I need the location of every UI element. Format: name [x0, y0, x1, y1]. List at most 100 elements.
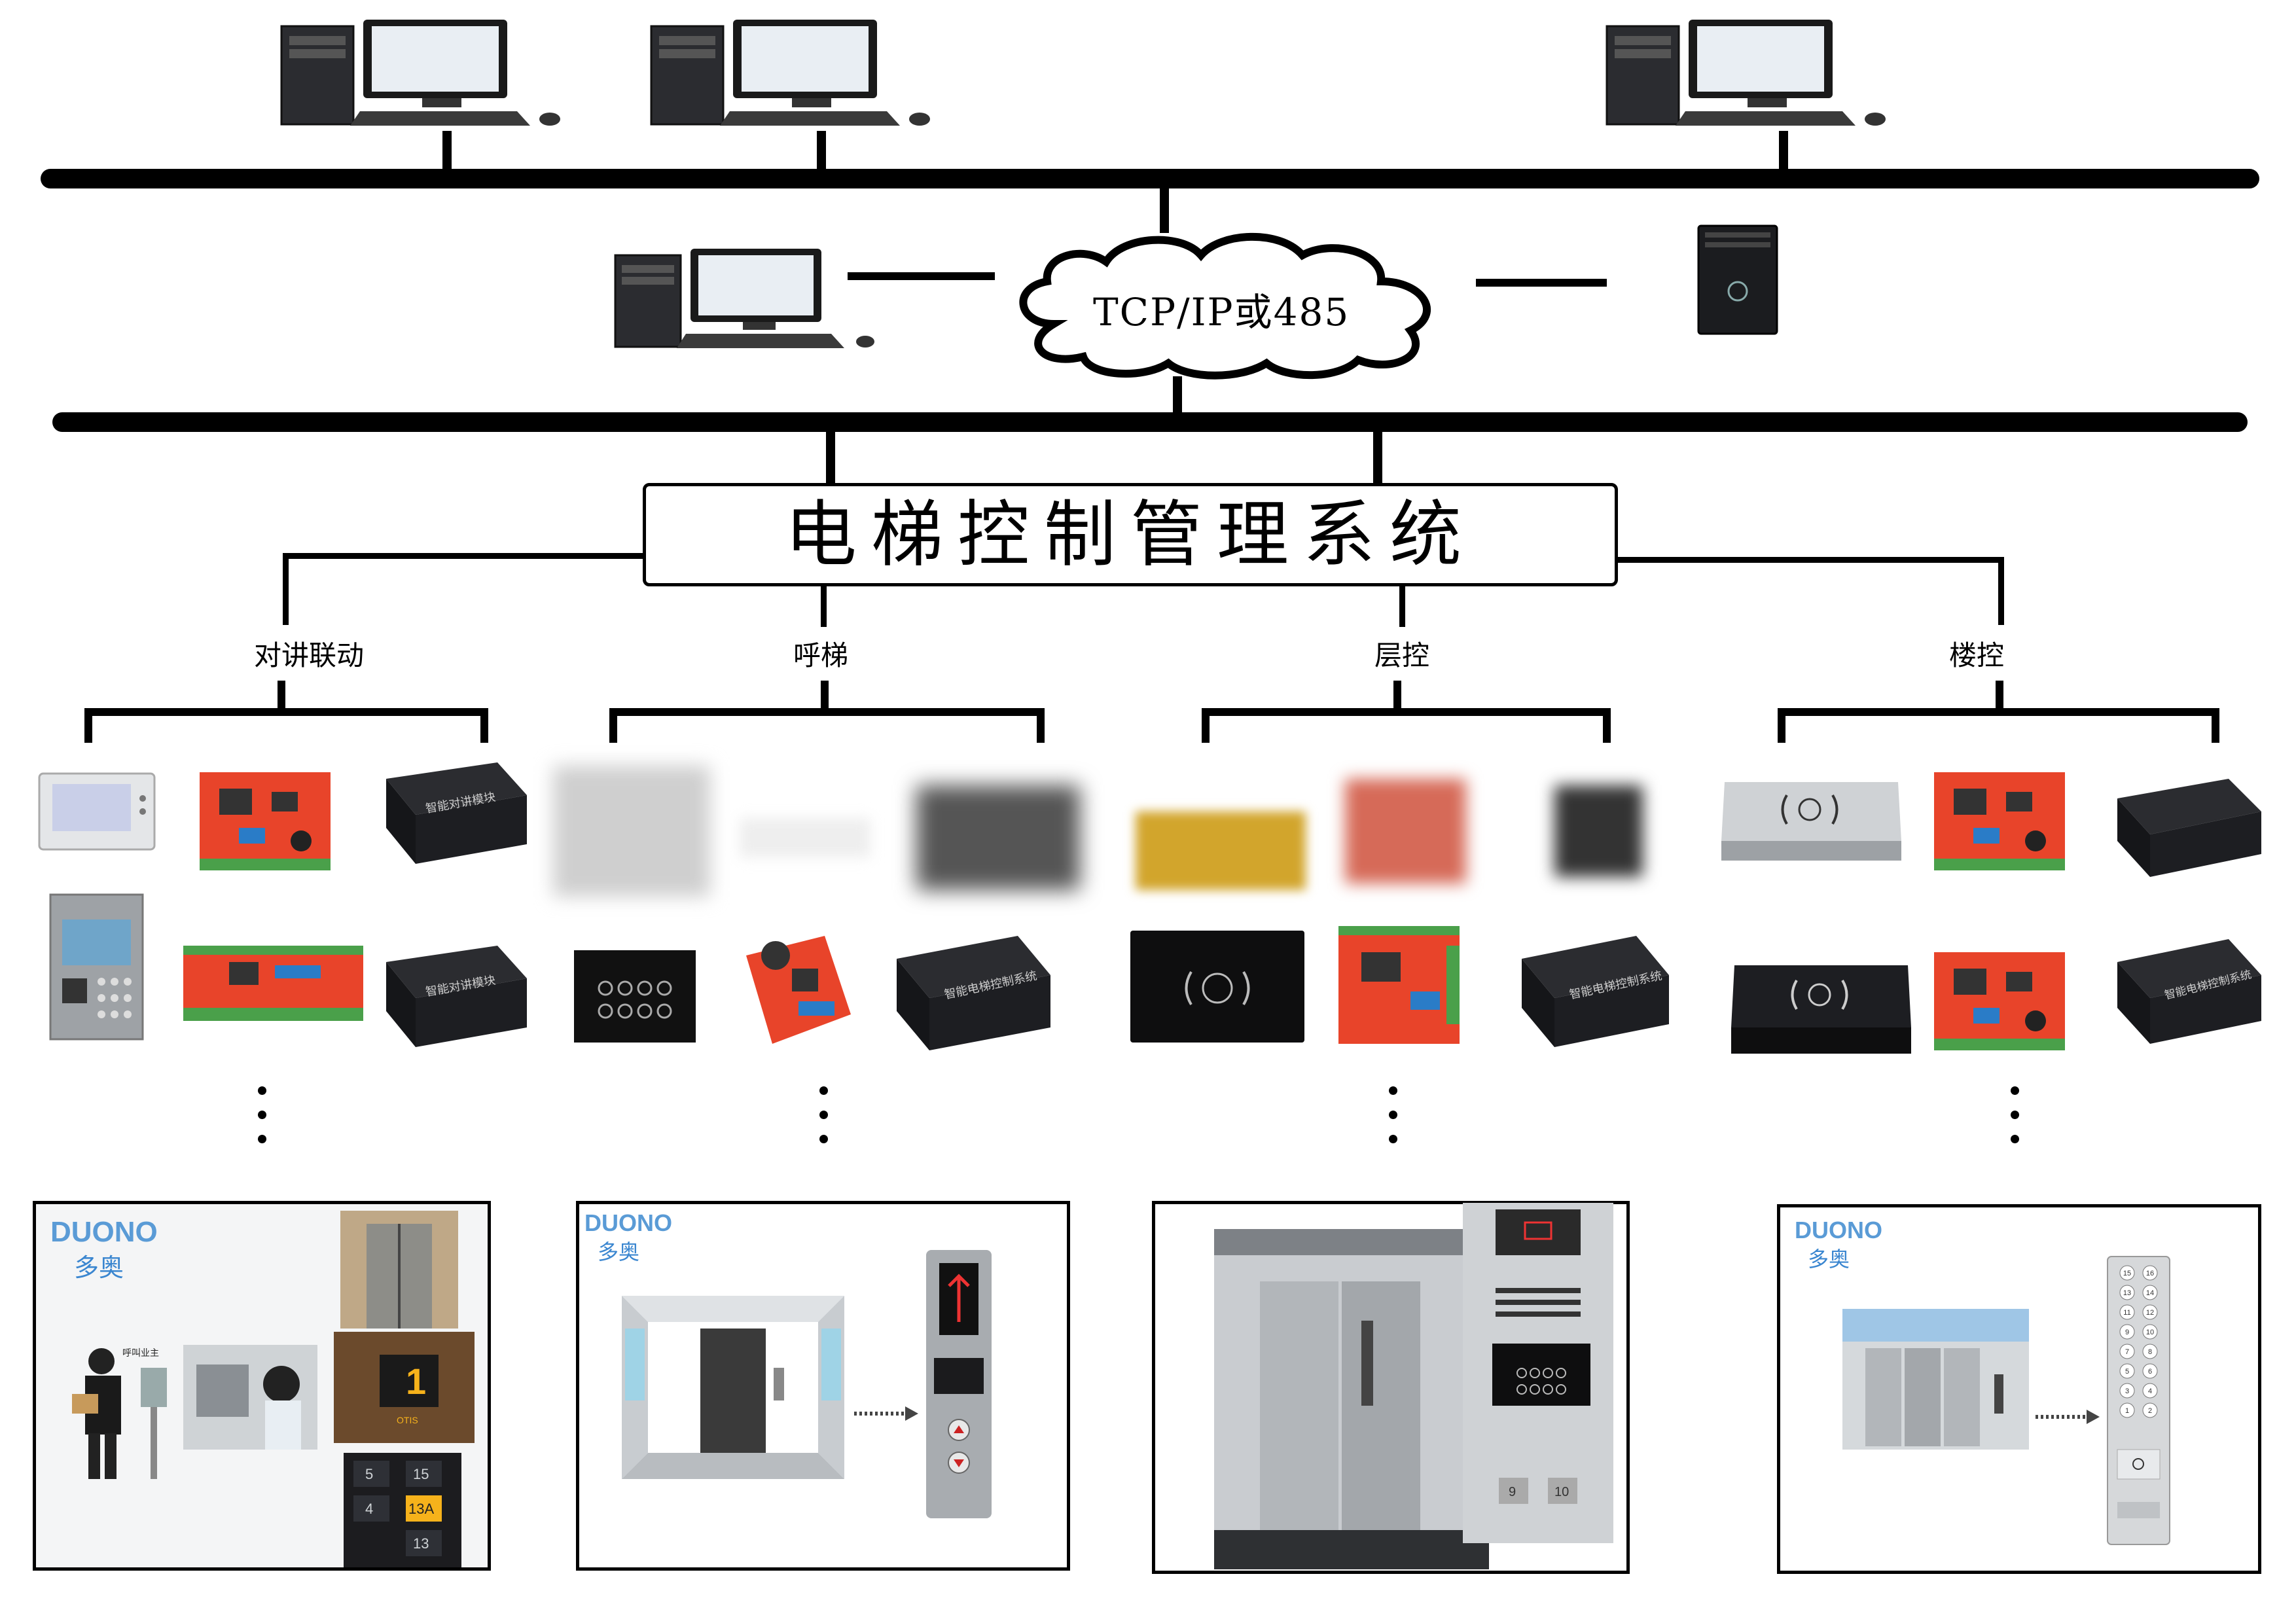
key: 6 — [2148, 1368, 2152, 1376]
key: 5 — [2125, 1368, 2129, 1376]
scene-intercom-linkage: DUONO 多奥 呼叫业主 1 OTIS 5 15 — [33, 1201, 491, 1571]
elevator-control-box: 智能电梯控制系统 — [1522, 936, 1669, 1047]
key: 2 — [2148, 1407, 2152, 1415]
bracket-call — [609, 681, 1045, 743]
elevator-cabin-photo — [1214, 1229, 1489, 1569]
key: 14 — [2146, 1289, 2154, 1297]
blurred-product — [916, 785, 1080, 890]
elevator-control-box — [2117, 779, 2261, 877]
brand-name: 多奥 — [598, 1240, 640, 1264]
key: 8 — [2148, 1348, 2152, 1356]
branch-line — [283, 553, 289, 625]
scene-call-elevator: DUONO 多奥 — [576, 1201, 1070, 1571]
pcb-board — [1934, 772, 2065, 870]
bottom-network-bus — [52, 412, 2248, 432]
key: 13 — [2123, 1289, 2131, 1297]
arrow-icon — [854, 1406, 918, 1421]
branch-line — [821, 585, 827, 627]
key: 11 — [2123, 1309, 2130, 1317]
branch-label-floor: 层控 — [1374, 639, 1430, 671]
btn-4: 4 — [365, 1501, 373, 1517]
card-reader-silver — [1721, 782, 1901, 861]
bus-to-system-line — [826, 431, 835, 484]
card-reader-black — [1731, 965, 1911, 1054]
door-station-panel — [49, 893, 144, 1041]
key: 3 — [2125, 1387, 2129, 1395]
system-title-box: 电梯控制管理系统 — [643, 483, 1618, 586]
drop-line — [817, 131, 826, 171]
btn-5: 5 — [365, 1466, 373, 1482]
more-items-dots — [2009, 1086, 2020, 1159]
btn-13: 13 — [413, 1535, 429, 1552]
scene-building-control: DUONO 多奥 15 16 13 14 11 12 9 10 7 8 — [1777, 1204, 2261, 1574]
key: 7 — [2125, 1348, 2129, 1356]
elevator-brand: OTIS — [397, 1415, 418, 1425]
branch-line — [1399, 585, 1405, 627]
card-reader-black — [1130, 931, 1304, 1043]
key: 1 — [2125, 1407, 2129, 1415]
indoor-monitor — [38, 772, 156, 851]
bus-to-system-line — [1373, 431, 1382, 484]
elevator-lobby-illustration — [622, 1296, 844, 1479]
scene-floor-control: 9 10 — [1152, 1201, 1630, 1574]
blurred-product — [740, 818, 870, 857]
cloud-to-bus-line — [1173, 376, 1182, 417]
key: 4 — [2148, 1387, 2152, 1395]
brand-logo: DUONO — [584, 1209, 672, 1236]
bracket-intercom — [84, 681, 488, 743]
link-cloud-server — [1476, 279, 1607, 287]
floor-number: 1 — [406, 1361, 426, 1402]
arrow-icon — [2036, 1410, 2100, 1424]
key: 10 — [2146, 1329, 2154, 1336]
branch-line — [1617, 557, 2004, 563]
branch-label-building: 楼控 — [1949, 639, 2005, 671]
elevator-floor-display-photo: 1 OTIS — [334, 1332, 475, 1443]
pcb-relay-board — [183, 946, 363, 1021]
brand-logo: DUONO — [50, 1216, 158, 1248]
elevator-control-box: 智能电梯控制系统 — [897, 936, 1050, 1050]
intercom-module-box: 智能对讲模块 — [386, 946, 527, 1047]
btn-15: 15 — [413, 1466, 429, 1482]
elevator-door-photo — [340, 1211, 458, 1329]
top-network-bus — [41, 169, 2259, 188]
bracket-floor — [1202, 681, 1611, 743]
brand-name: 多奥 — [1808, 1247, 1850, 1272]
pcb-controller — [746, 936, 851, 1044]
floor-control-panel-photo: 9 10 — [1463, 1203, 1613, 1543]
link-computer-cloud — [848, 272, 995, 280]
brand-name: 多奥 — [74, 1253, 124, 1282]
pcb-board — [200, 772, 331, 870]
workstation-2 — [650, 20, 930, 126]
more-items-dots — [818, 1086, 829, 1159]
branch-label-intercom: 对讲联动 — [254, 639, 365, 671]
branch-line — [1998, 557, 2004, 625]
elevator-cabin-illustration — [1842, 1309, 2029, 1450]
building-keypad-panel: 15 16 13 14 11 12 9 10 7 8 5 6 3 4 1 2 — [2107, 1256, 2170, 1545]
bracket-building — [1778, 681, 2219, 743]
resident-monitor-photo — [183, 1345, 317, 1450]
key: 15 — [2123, 1270, 2131, 1277]
more-items-dots — [1388, 1086, 1398, 1159]
drop-line — [1779, 131, 1788, 171]
keypad-reader — [574, 950, 696, 1043]
elevator-control-box: 智能电梯控制系统 — [2117, 939, 2261, 1044]
cloud-label: TCP/IP或485 — [1093, 290, 1350, 334]
blurred-product — [1554, 785, 1643, 877]
network-cloud — [1019, 232, 1431, 380]
workstation-1 — [280, 20, 560, 126]
pcb-board — [1934, 952, 2065, 1050]
btn-13a: 13A — [408, 1501, 434, 1517]
pcb-floor-board — [1338, 926, 1460, 1044]
branch-label-call: 呼梯 — [793, 639, 849, 671]
blurred-product — [1136, 812, 1306, 890]
elevator-buttons-photo: 5 15 4 13A 13 — [344, 1453, 461, 1567]
panel-btn-10: 10 — [1554, 1485, 1569, 1499]
key: 9 — [2125, 1329, 2129, 1336]
blurred-product — [1345, 779, 1466, 883]
workstation-4 — [614, 249, 874, 348]
more-items-dots — [257, 1086, 267, 1159]
branch-line — [283, 553, 644, 559]
blurred-product — [553, 766, 710, 897]
workstation-3 — [1605, 20, 1886, 126]
